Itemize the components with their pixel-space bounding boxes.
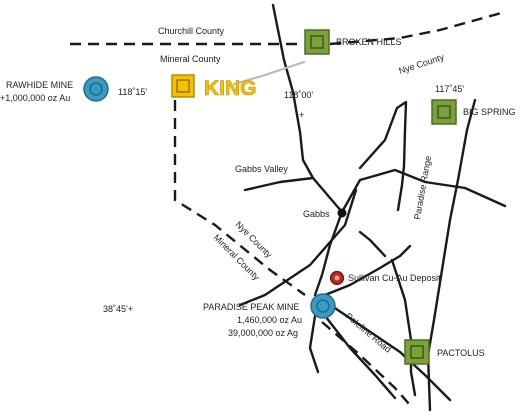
prospect-square-inner xyxy=(410,345,424,359)
road-paradise-range xyxy=(358,100,408,212)
label-paradise-au: 1,460,000 oz Au xyxy=(237,315,302,325)
deposit-icon-inner xyxy=(334,275,340,281)
border-mineral-nye-south xyxy=(321,321,411,406)
paradise-peak-mine-marker xyxy=(310,293,336,319)
county-borders xyxy=(70,10,506,406)
label-broken-hills: BROKEN HILLS xyxy=(336,37,402,47)
road-gabbs-south xyxy=(313,210,344,297)
prospect-square-inner xyxy=(437,105,451,119)
border-mineral-nye-diagonal xyxy=(173,82,306,296)
coord-38-45: 38˚45'+ xyxy=(103,304,133,314)
road-poleline xyxy=(321,298,452,402)
prospect-square-inner xyxy=(310,35,324,49)
gabbs-town-dot xyxy=(337,208,347,218)
label-king: KING xyxy=(204,77,257,100)
coord-118-15: 118˚15' xyxy=(118,87,147,97)
road-southwest xyxy=(238,188,358,307)
coord-117-45: 117˚45' xyxy=(435,84,464,94)
label-pactolus: PACTOLUS xyxy=(437,348,485,358)
road-south-2 xyxy=(308,314,320,374)
label-big-spring: BIG SPRING xyxy=(463,107,516,117)
sullivan-deposit-marker xyxy=(329,270,345,286)
mine-icon xyxy=(83,76,109,102)
prospect-square-icon xyxy=(431,99,457,125)
label-paradise-range: Paradise Range xyxy=(412,155,433,220)
king-prospect-marker xyxy=(171,74,195,98)
broken-hills-marker xyxy=(304,29,330,55)
label-rawhide-mine: RAWHIDE MINE xyxy=(6,80,73,90)
prospect-square-icon xyxy=(171,74,195,98)
label-paradise-peak-mine: PARADISE PEAK MINE xyxy=(203,302,299,312)
pactolus-marker xyxy=(404,339,430,365)
label-rawhide-production: +1,000,000 oz Au xyxy=(0,93,70,103)
mine-icon-inner xyxy=(89,82,103,96)
coord-118-00: 118˚00' xyxy=(284,90,313,100)
label-nye-county-top: Nye County xyxy=(398,52,446,76)
coord-118-00-cross: + xyxy=(299,110,304,120)
road-network xyxy=(232,3,507,412)
road-east-gabbs xyxy=(340,168,507,214)
big-spring-marker xyxy=(431,99,457,125)
label-sullivan-deposit: Sullivan Cu-Au Deposit xyxy=(348,273,441,283)
label-gabbs-valley: Gabbs Valley xyxy=(235,164,288,174)
prospect-square-inner xyxy=(176,79,190,93)
road-loop xyxy=(323,244,412,297)
road-king-spur xyxy=(232,60,306,86)
road-inner xyxy=(358,230,387,258)
mine-icon xyxy=(310,293,336,319)
label-churchill-county: Churchill County xyxy=(158,26,225,36)
road-south-1 xyxy=(320,310,397,400)
rawhide-mine-marker xyxy=(83,76,109,102)
road-east-big-spring xyxy=(426,98,477,412)
label-gabbs: Gabbs xyxy=(303,209,330,219)
prospect-square-icon xyxy=(404,339,430,365)
prospect-square-icon xyxy=(304,29,330,55)
label-mineral-county-top: Mineral County xyxy=(160,54,221,64)
border-churchill-nye xyxy=(329,10,506,46)
road-west-branch xyxy=(243,176,315,192)
label-paradise-ag: 39,000,000 oz Ag xyxy=(228,328,298,338)
mine-icon-inner xyxy=(316,299,330,313)
